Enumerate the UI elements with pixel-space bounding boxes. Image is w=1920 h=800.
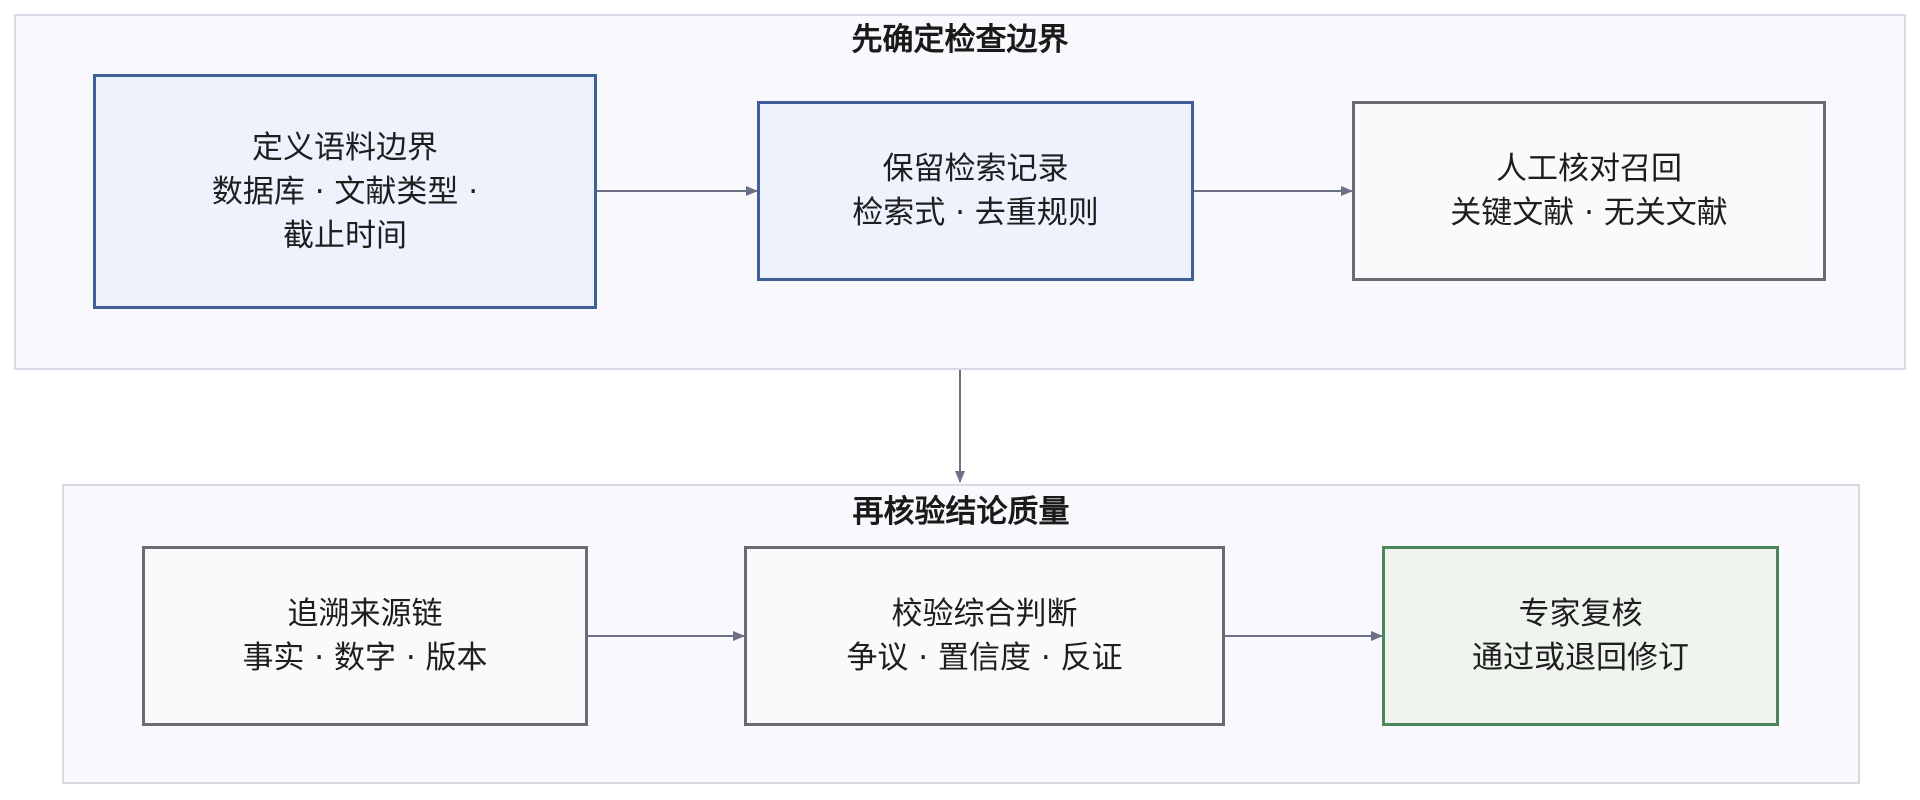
node-define-corpus-boundary-detail-2: 截止时间: [283, 217, 407, 254]
node-verify-synthesis-title: 校验综合判断: [891, 596, 1078, 632]
node-define-corpus-boundary-detail: 数据库 · 文献类型 ·: [211, 173, 479, 210]
node-keep-search-records-title: 保留检索记录: [882, 151, 1069, 187]
panel-title-check-boundary: 先确定检查边界: [851, 22, 1069, 58]
node-keep-search-records-detail: 检索式 · 去重规则: [852, 195, 1099, 231]
node-trace-source-chain-title: 追溯来源链: [287, 596, 443, 632]
node-trace-source-chain: 追溯来源链 事实 · 数字 · 版本: [142, 546, 588, 726]
node-keep-search-records: 保留检索记录 检索式 · 去重规则: [757, 101, 1194, 281]
node-expert-review: 专家复核 通过或退回修订: [1382, 546, 1779, 726]
panel-title-verify-quality: 再核验结论质量: [852, 494, 1070, 530]
node-manual-recall-check-title: 人工核对召回: [1496, 151, 1682, 187]
node-manual-recall-check-detail: 关键文献 · 无关文献: [1450, 195, 1728, 231]
node-expert-review-detail: 通过或退回修订: [1472, 640, 1689, 676]
node-manual-recall-check: 人工核对召回 关键文献 · 无关文献: [1352, 101, 1826, 281]
node-define-corpus-boundary-title: 定义语料边界: [252, 129, 438, 166]
node-verify-synthesis-detail: 争议 · 置信度 · 反证: [846, 640, 1123, 676]
node-verify-synthesis: 校验综合判断 争议 · 置信度 · 反证: [744, 546, 1225, 726]
node-define-corpus-boundary: 定义语料边界 数据库 · 文献类型 · 截止时间: [93, 74, 597, 309]
node-trace-source-chain-detail: 事实 · 数字 · 版本: [242, 640, 488, 676]
node-expert-review-title: 专家复核: [1518, 596, 1643, 632]
